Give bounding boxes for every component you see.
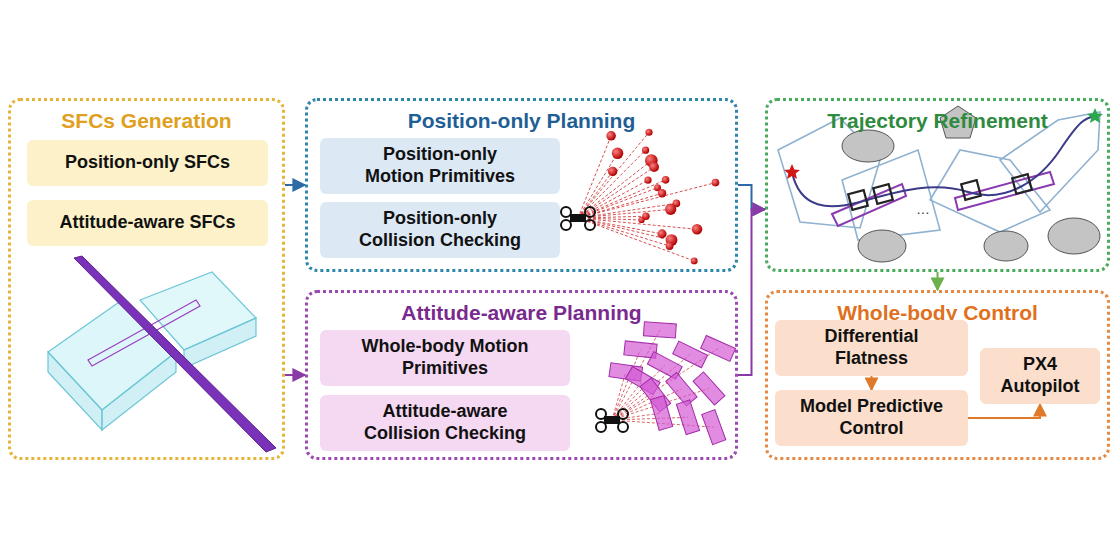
primitive-line	[578, 218, 694, 261]
primitive-endpoint	[645, 129, 652, 136]
stage-panel: SFCs GenerationPosition-only SFCsAttitud…	[8, 98, 285, 460]
attitude-corridor	[955, 172, 1054, 210]
obstacle	[842, 130, 894, 162]
primitive-endpoint	[644, 177, 651, 184]
primitive-line	[578, 218, 697, 229]
primitive-line	[578, 218, 662, 234]
corridor-polygon	[930, 150, 1050, 232]
primitive-endpoint	[712, 179, 720, 187]
box-label: Position-only Motion Primitives	[356, 144, 524, 187]
primitive-endpoint	[666, 242, 674, 250]
primitive-line	[578, 161, 651, 218]
flow-arrow	[738, 209, 765, 375]
corridor-box-side	[48, 352, 102, 430]
drone-pose	[1012, 174, 1032, 194]
body-pose-box	[693, 372, 725, 405]
process-box: Position-only SFCs	[27, 140, 268, 186]
primitive-endpoint	[658, 189, 666, 197]
body-pose-box	[702, 410, 726, 445]
primitive-line	[578, 203, 676, 218]
process-box: Model Predictive Control	[775, 390, 968, 446]
primitive-line	[578, 153, 618, 218]
panel-title: SFCs Generation	[11, 109, 282, 133]
obstacle-bar	[74, 256, 276, 452]
body-pose-box	[650, 396, 672, 431]
primitive-line	[578, 132, 649, 218]
process-box: Position-only Motion Primitives	[320, 138, 560, 194]
process-box: Whole-body Motion Primitives	[320, 330, 570, 386]
process-box: Attitude-aware Collision Checking	[320, 395, 570, 451]
primitive-endpoint	[608, 167, 617, 176]
primitive-endpoint	[638, 217, 644, 223]
box-label: PX4 Autopilot	[988, 354, 1092, 397]
goal-star	[1087, 108, 1103, 123]
process-box: PX4 Autopilot	[980, 348, 1100, 404]
primitive-line	[578, 167, 654, 218]
flow-arrow	[285, 374, 305, 376]
obstacle	[984, 231, 1028, 261]
drone-pose	[848, 190, 868, 210]
primitive-line	[578, 218, 672, 240]
flow-arrow	[738, 185, 765, 209]
start-star	[784, 164, 800, 179]
primitive-line	[578, 180, 648, 218]
stage-panel: Trajectory Refinement	[765, 98, 1110, 272]
drone-icon	[561, 207, 595, 230]
body-pose-box	[666, 372, 697, 406]
flow-arrow	[937, 272, 939, 290]
primitive-endpoint	[665, 204, 676, 215]
box-label: Position-only SFCs	[38, 152, 258, 174]
whole-body-primitive-fan	[596, 322, 736, 445]
obstacle	[858, 230, 906, 262]
primitive-endpoint	[691, 257, 698, 264]
panel-title: Attitude-aware Planning	[308, 301, 735, 325]
stage-panel: Whole-body ControlDifferential FlatnessM…	[765, 290, 1110, 460]
body-pose-box	[676, 400, 699, 435]
body-pose-box	[701, 336, 736, 362]
box-label: Position-only Collision Checking	[356, 208, 524, 251]
process-box: Differential Flatness	[775, 320, 968, 376]
box-label: Model Predictive Control	[788, 396, 956, 439]
flow-arrow	[871, 376, 873, 390]
primitive-endpoint	[606, 131, 616, 141]
sfc-illustration	[48, 256, 276, 452]
body-pose-box	[643, 322, 676, 338]
corridor-box-side	[184, 318, 256, 368]
panel-title: Trajectory Refinement	[768, 109, 1107, 133]
obstacle	[1048, 218, 1100, 254]
process-box: Position-only Collision Checking	[320, 202, 560, 258]
ellipsis-mark: …	[916, 201, 930, 217]
panel-title: Position-only Planning	[308, 109, 735, 133]
stage-panel: Position-only PlanningPosition-only Moti…	[305, 98, 738, 272]
box-label: Whole-body Motion Primitives	[361, 336, 529, 379]
drone-icon	[596, 409, 628, 432]
primitive-endpoint	[658, 229, 667, 238]
corridor-box-side	[102, 352, 176, 430]
primitive-endpoint	[612, 148, 623, 159]
flow-arrow	[285, 184, 305, 186]
primitive-endpoint	[692, 224, 703, 235]
corridor-polygon	[842, 150, 940, 240]
drone-pose	[873, 184, 893, 204]
box-label: Differential Flatness	[788, 326, 956, 369]
box-label: Attitude-aware Collision Checking	[361, 401, 529, 444]
primitive-endpoint	[662, 176, 670, 184]
primitive-line	[578, 218, 670, 246]
flow-arrow	[968, 404, 1040, 418]
primitive-endpoint	[649, 162, 659, 172]
motion-primitive-fan	[561, 129, 719, 265]
primitive-endpoint	[642, 147, 649, 154]
process-box: Attitude-aware SFCs	[27, 200, 268, 246]
stage-panel: Attitude-aware PlanningWhole-body Motion…	[305, 290, 738, 460]
box-label: Attitude-aware SFCs	[38, 212, 258, 234]
drone-pose	[961, 180, 981, 200]
